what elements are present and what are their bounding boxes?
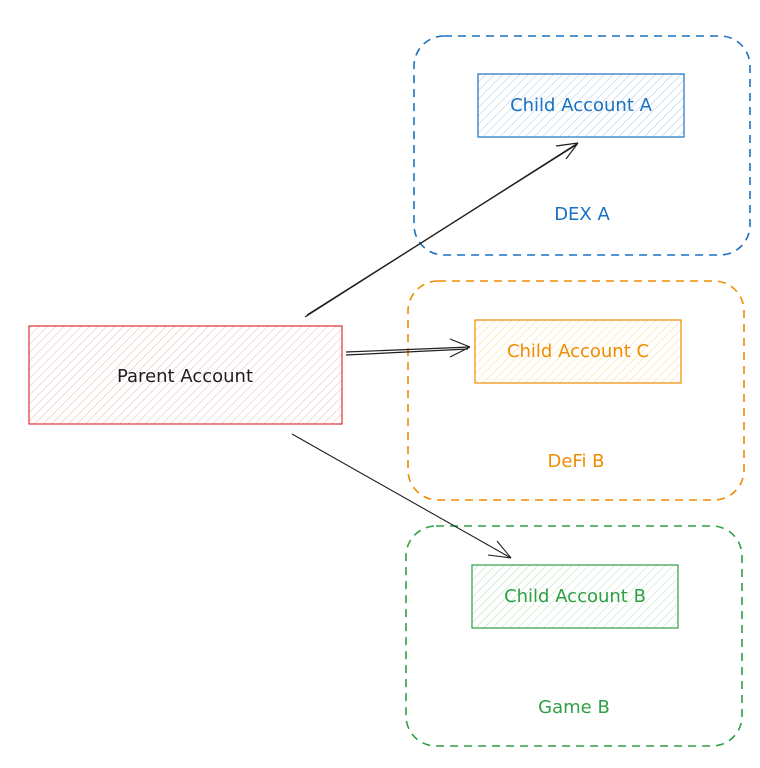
arrow-parent-to-child-c [345,338,471,358]
group-container-defi-b [407,280,745,501]
child-account-c-label: Child Account C [507,341,649,362]
arrow-parent-to-child-a [304,142,579,318]
group-container-dex-a [413,35,751,256]
parent-account-node: Parent Account [28,325,343,425]
child-account-b-node: Child Account B [471,564,679,629]
child-account-b-label: Child Account B [504,586,646,607]
group-label-dex-a: DEX A [554,204,610,225]
child-account-a-label: Child Account A [510,95,653,116]
group-label-defi-b: DeFi B [547,451,604,472]
arrow-parent-to-child-b [291,433,512,559]
child-account-c-node: Child Account C [474,319,682,384]
parent-account-label: Parent Account [117,366,253,387]
group-label-game-b: Game B [538,697,610,718]
child-account-a-node: Child Account A [477,73,685,138]
